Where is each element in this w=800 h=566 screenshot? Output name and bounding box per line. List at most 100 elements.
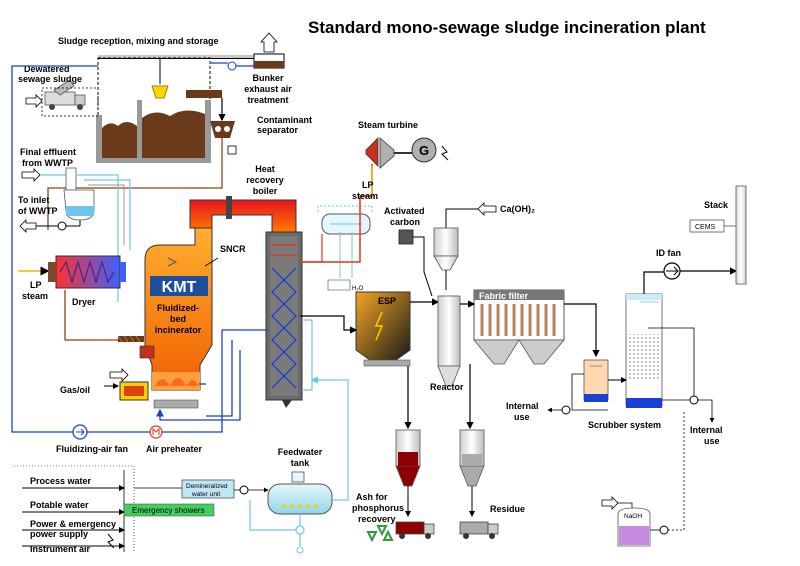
activated-carbon-label-1: Activated	[384, 206, 425, 216]
activated-carbon-label-2: carbon	[390, 217, 420, 227]
process-water-label: Process water	[30, 476, 92, 486]
dryer-label: Dryer	[72, 297, 96, 307]
boiler-label-2: recovery	[246, 175, 284, 185]
final-effluent-label-2: from WWTP	[22, 158, 73, 168]
contaminant-separator: Contaminant separator	[210, 98, 312, 155]
cems-label: CEMS	[695, 224, 716, 231]
lp-steam-dryer-label-1: LP	[30, 280, 42, 290]
sludge-reception-label: Sludge reception, mixing and storage	[58, 36, 219, 46]
lp-steam-dryer-label-2: steam	[22, 291, 48, 301]
feedwater-label-1: Feedwater	[278, 447, 323, 457]
instrument-air-label: Instrument air	[30, 544, 91, 554]
dryer: LP steam Dryer	[18, 255, 126, 307]
effluent-section: Final effluent from WWTP To inlet of WWT…	[18, 147, 131, 302]
id-fan-label: ID fan	[656, 248, 681, 258]
generator-icon	[411, 137, 437, 163]
naoh-pump-icon	[659, 525, 669, 535]
air-system: Fluidizing-air fan Air preheater	[11, 65, 268, 454]
incinerator-label-3: incinerator	[155, 325, 202, 335]
stack-label: Stack	[704, 200, 729, 210]
dewatered-sludge-label-1: Dewatered	[24, 64, 70, 74]
utilities-section: Process water Potable water Power & emer…	[14, 465, 269, 554]
naoh-in-arrow-icon	[601, 496, 619, 510]
ash-label-3: recovery	[358, 514, 396, 524]
caoh2-in-arrow-icon	[477, 202, 497, 216]
lp-steam-top-label-2: steam	[352, 191, 378, 201]
feedwater-pump-icon	[295, 525, 305, 535]
naoh-label: NaOH	[624, 513, 642, 520]
bunker-label-1: Bunker	[252, 73, 284, 83]
demin-label-2: water unit	[191, 491, 220, 498]
steam-turbine: Steam turbine G LP steam	[300, 120, 449, 263]
ash-label-1: Ash for	[356, 492, 388, 502]
residue-truck-icon	[459, 521, 499, 539]
ash-truck-icon	[395, 521, 435, 539]
to-inlet-label-2: of WWTP	[18, 206, 58, 216]
demin-water-unit	[181, 479, 235, 499]
contaminant-label-2: separator	[257, 125, 299, 135]
to-inlet-label-1: To inlet	[18, 195, 49, 205]
steam-turbine-label: Steam turbine	[358, 120, 418, 130]
esp-label: ESP	[378, 296, 396, 306]
reactor-and-filter: Activated carbon Ca(OH)₂ Reactor Fabric …	[384, 202, 600, 430]
reactor-label: Reactor	[430, 382, 464, 392]
to-inlet-arrow-icon	[19, 219, 37, 233]
fluidized-bed-incinerator: KMT Fluidized- bed incinerator SNCR Gas/…	[60, 224, 246, 409]
residue-label: Residue	[490, 504, 525, 514]
effluent-in-arrow-icon	[21, 168, 41, 182]
exhaust-fan-icon	[227, 61, 237, 71]
emergency-showers-label: Emergency showers	[132, 506, 204, 515]
residue-silo: Residue	[459, 429, 525, 539]
gas-oil-label: Gas/oil	[60, 385, 90, 395]
bunker-label-2: exhaust air	[244, 84, 292, 94]
exhaust-out-arrow-icon	[260, 32, 278, 53]
lightning-icon	[374, 311, 384, 341]
power-bolt-icon	[107, 533, 115, 549]
diagram-title: Standard mono-sewage sludge incineration…	[308, 18, 706, 37]
boiler-label-3: boiler	[253, 186, 278, 196]
incinerator-label-1: Fluidized-	[157, 303, 199, 313]
sludge-input-arrow-icon	[25, 94, 43, 108]
sludge-truck-icon	[44, 79, 86, 110]
demin-label-1: Demineralized	[186, 483, 228, 490]
power-label-2: power supply	[30, 529, 88, 539]
potable-water-label: Potable water	[30, 500, 89, 510]
kmt-logo: KMT	[162, 279, 197, 296]
caoh2-label: Ca(OH)₂	[500, 204, 535, 214]
dewatered-sludge-label-2: sewage sludge	[18, 74, 82, 84]
h2o-label: H₂O	[352, 286, 364, 292]
power-label-1: Power & emergency	[30, 519, 116, 529]
fabric-filter-label: Fabric filter	[479, 291, 529, 301]
scrubber-system: Scrubber system Internal use Internal us…	[506, 185, 747, 446]
air-preheater-label: Air preheater	[146, 444, 203, 454]
internal-use-left-label-2: use	[514, 412, 530, 422]
scrubber-pump-2-icon	[689, 395, 699, 405]
incinerator-label-2: bed	[170, 314, 186, 324]
naoh-tank: NaOH	[601, 410, 685, 547]
power-output-icon	[441, 145, 449, 161]
recycle-icon	[366, 525, 394, 543]
scrubber-system-label: Scrubber system	[588, 420, 661, 430]
ash-label-2: phosphorus	[352, 503, 404, 513]
demin-pump-icon	[239, 485, 249, 495]
bunker-label-3: treatment	[247, 95, 288, 105]
internal-use-right-label-2: use	[704, 436, 720, 446]
scrubber-pump-1-icon	[561, 405, 571, 415]
effluent-pump-icon	[57, 221, 67, 231]
internal-use-left-label-1: Internal	[506, 401, 539, 411]
final-effluent-label-1: Final effluent	[20, 147, 76, 157]
ash-silo: Ash for phosphorus recovery	[352, 429, 435, 543]
fluidizing-air-fan-label: Fluidizing-air fan	[56, 444, 128, 454]
emergency-showers-bar	[123, 503, 215, 517]
lp-steam-top-label-1: LP	[362, 180, 374, 190]
heat-recovery-boiler: Heat recovery boiler H₂O	[189, 164, 373, 408]
internal-use-right-label-1: Internal	[690, 425, 723, 435]
feedwater-label-2: tank	[291, 458, 311, 468]
sncr-label: SNCR	[220, 244, 246, 254]
generator-label: G	[419, 143, 429, 158]
boiler-label-1: Heat	[255, 164, 275, 174]
electrostatic-precipitator: ESP	[300, 291, 440, 430]
gas-oil-arrow-icon	[109, 368, 129, 382]
bunker-exhaust-treatment: Bunker exhaust air treatment	[211, 32, 292, 105]
